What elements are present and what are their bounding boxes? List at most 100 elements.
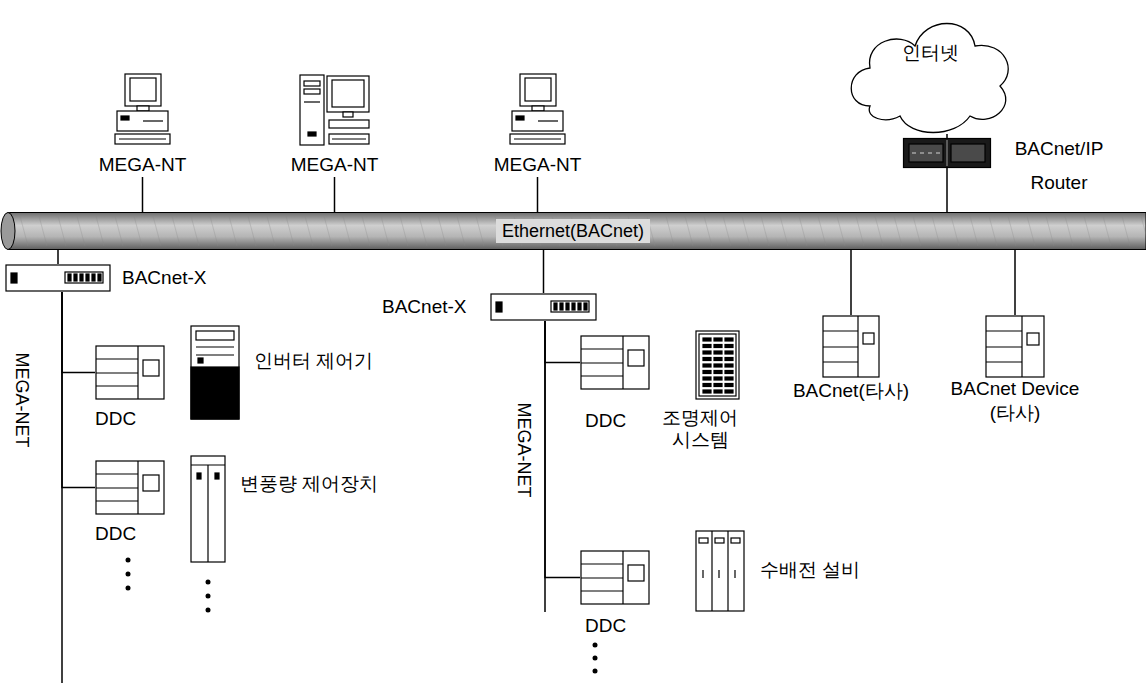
router-icon — [904, 139, 991, 168]
ip-router: BACnet/IP Router — [903, 138, 991, 168]
icon-part — [581, 375, 623, 376]
icon-part — [581, 551, 649, 604]
icon-part — [74, 274, 77, 281]
icon-part — [96, 346, 164, 399]
icon-part — [96, 372, 138, 373]
network-link — [850, 250, 852, 315]
inverter-drawing — [190, 325, 240, 420]
cloud-outline — [851, 24, 1008, 133]
icon-part — [714, 371, 722, 374]
third-party-device-label: BACnet Device (타사) — [945, 377, 1085, 425]
icon-part — [516, 116, 524, 120]
bus-name: MEGA-NET — [512, 402, 536, 497]
icon-part — [863, 333, 874, 344]
network-link — [545, 321, 580, 578]
icon-part — [572, 303, 575, 310]
ddc-drawing — [95, 345, 165, 400]
icon-part — [137, 106, 149, 111]
continuation-dot — [593, 656, 598, 661]
ddc-controller-label: DDC — [585, 614, 626, 638]
icon-part — [727, 531, 728, 611]
icon-part — [714, 390, 722, 393]
bacx-drawing — [490, 293, 597, 321]
icon-part — [711, 531, 712, 611]
icon-part — [714, 364, 722, 367]
icon-part — [121, 116, 129, 120]
band-texture — [932, 216, 940, 246]
band-texture — [77, 216, 85, 246]
icon-part — [714, 358, 722, 361]
icon-part — [578, 303, 581, 310]
icon-part — [86, 274, 89, 281]
icon-part — [329, 134, 369, 144]
band-texture — [799, 216, 807, 246]
bus-name: MEGA-NET — [10, 352, 34, 447]
network-link — [142, 177, 144, 212]
icon-part — [912, 152, 916, 153]
icon-part — [198, 358, 203, 363]
inverter-panel-label: 인버터 제어기 — [254, 349, 373, 373]
icon-part — [699, 334, 736, 396]
icon-part — [928, 152, 932, 153]
tower-drawing — [299, 72, 371, 147]
icon-part — [714, 345, 722, 348]
icon-part — [909, 144, 943, 162]
vav-drawing — [190, 455, 226, 563]
bacx-icon — [6, 265, 110, 291]
icon-part — [117, 111, 168, 131]
icon-part — [703, 345, 711, 348]
icon-part — [68, 274, 71, 281]
band-texture — [818, 216, 826, 246]
icon-part — [143, 360, 159, 376]
icon-part — [703, 371, 711, 374]
continuation-dot — [126, 586, 131, 591]
band-texture — [913, 216, 921, 246]
icon-part — [714, 338, 722, 341]
icon-part — [714, 384, 722, 387]
icon-part — [725, 377, 733, 380]
icon-part — [823, 346, 858, 347]
icon-part — [130, 78, 156, 101]
band-texture — [419, 216, 427, 246]
band-texture — [704, 216, 712, 246]
icon-part — [703, 377, 711, 380]
switchgear-icon — [696, 531, 744, 611]
ddc-icon — [581, 336, 649, 389]
band-texture — [286, 216, 294, 246]
cloud-icon — [851, 24, 1008, 133]
icon-part — [308, 132, 316, 136]
icon-part — [6, 265, 110, 291]
band-texture — [191, 216, 199, 246]
network-link — [946, 134, 948, 138]
ddc-drawing — [95, 460, 165, 515]
network-link — [1014, 250, 1016, 315]
icon-part — [718, 570, 719, 578]
icon-part — [936, 152, 940, 153]
icon-part — [696, 331, 739, 399]
bacx-drawing — [5, 264, 111, 292]
workstation: MEGA-NT — [85, 72, 200, 177]
icon-part — [581, 348, 623, 349]
icon-part — [628, 565, 644, 581]
band-texture — [1008, 216, 1016, 246]
workstation-label: MEGA-NT — [99, 153, 187, 177]
icon-part — [538, 120, 558, 121]
icon-part — [196, 346, 234, 347]
continuation-dot — [593, 669, 598, 674]
band-texture — [1027, 216, 1035, 246]
band-texture — [134, 216, 142, 246]
gateway-label: BACnet-X — [122, 266, 206, 290]
edge-group — [58, 134, 1015, 578]
band-texture — [324, 216, 332, 246]
icon-part — [332, 138, 366, 139]
icon-part — [196, 331, 234, 340]
band-texture — [210, 216, 218, 246]
internet-cloud-label: 인터넷 — [902, 41, 959, 65]
icon-part — [143, 120, 163, 121]
icon-part — [566, 303, 569, 310]
network-link — [57, 250, 59, 264]
third-party-device: BACnet Device (타사) — [985, 315, 1045, 378]
band-texture — [780, 216, 788, 246]
band-texture — [970, 216, 978, 246]
